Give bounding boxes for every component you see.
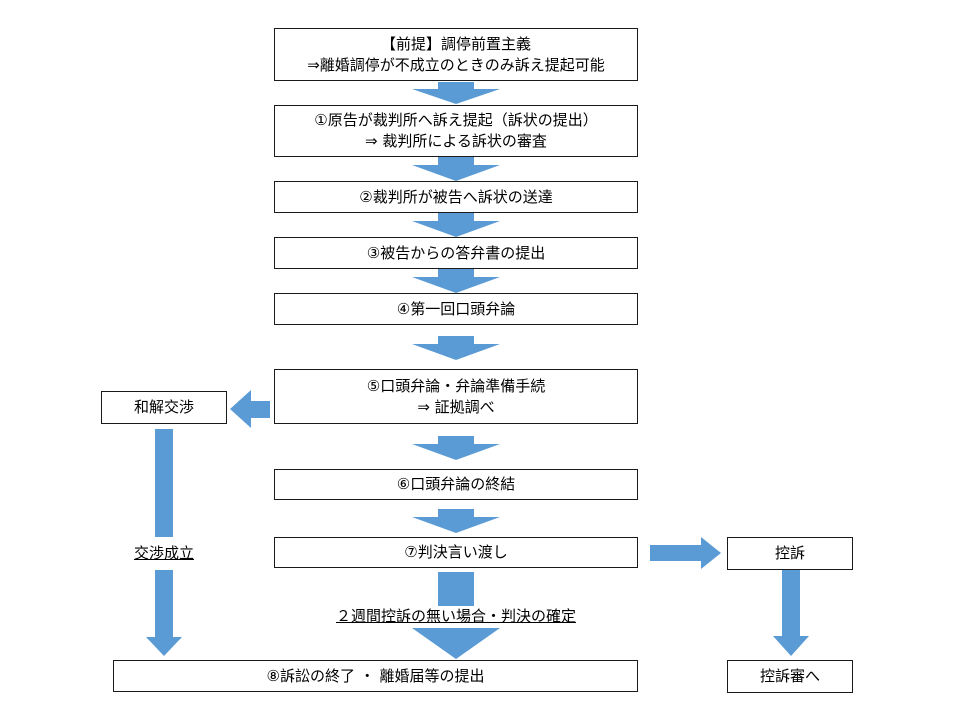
down-arrow-step3-to-step4: [412, 269, 500, 293]
step8-label: ⑧訴訟の終了 ・ 離婚届等の提出: [266, 666, 485, 685]
step5-line-1: ⑤口頭弁論・弁論準備手続: [366, 376, 546, 395]
down-arrow-step7-to-step8-head: [412, 628, 500, 659]
step4-box: ④第一回口頭弁論: [274, 293, 638, 325]
down-arrow-appeal-shaft: [782, 570, 800, 638]
settlement-reached-label: 交渉成立: [133, 544, 194, 562]
down-arrow-appeal-head: [773, 636, 809, 656]
step1-line-2: ⇒ 裁判所による訴状の審査: [365, 132, 547, 150]
judgment-final-label: ２週間控訴の無い場合・判決の確定: [335, 607, 576, 625]
settlement-label: 和解交渉: [133, 398, 194, 416]
premise-line-2: ⇒離婚調停が不成立のときのみ訴え提起可能: [307, 55, 605, 74]
down-arrow-premise-to-step1: [412, 82, 500, 104]
down-arrow-settlement-shaft-lower: [155, 570, 173, 640]
down-arrow-settlement-shaft-upper: [155, 429, 173, 537]
premise-box: 【前提】調停前置主義 ⇒離婚調停が不成立のときのみ訴え提起可能: [274, 28, 638, 81]
down-arrow-step1-to-step2: [412, 157, 500, 181]
down-arrow-step4-to-step5: [412, 336, 500, 360]
step4-label: ④第一回口頭弁論: [396, 299, 516, 318]
appeal-trial-label: 控訴審へ: [759, 667, 820, 685]
step6-label: ⑥口頭弁論の終結: [396, 475, 516, 493]
step3-label: ③被告からの答弁書の提出: [366, 243, 546, 262]
settlement-box: 和解交渉: [101, 391, 227, 424]
step6-box: ⑥口頭弁論の終結: [274, 469, 638, 500]
appeal-label: 控訴: [774, 544, 805, 562]
down-arrow-step5-to-step6: [412, 436, 500, 460]
step7-box: ⑦判決言い渡し: [274, 537, 638, 568]
appeal-box: 控訴: [727, 537, 853, 570]
step7-label: ⑦判決言い渡し: [404, 543, 508, 561]
down-arrow-step6-to-step7: [412, 509, 500, 533]
step2-label: ②裁判所が被告へ訴状の送達: [359, 187, 553, 206]
left-arrow-step5-to-settlement: [230, 390, 270, 428]
premise-line-1: 【前提】調停前置主義: [380, 34, 531, 53]
step2-box: ②裁判所が被告へ訴状の送達: [274, 181, 638, 213]
step8-box: ⑧訴訟の終了 ・ 離婚届等の提出: [113, 660, 638, 692]
appeal-trial-box: 控訴審へ: [727, 660, 853, 693]
down-arrow-step7-to-step8-shaft: [438, 572, 474, 606]
step1-box: ①原告が裁判所へ訴え提起（訴状の提出） ⇒ 裁判所による訴状の審査: [274, 105, 638, 157]
right-arrow-step7-to-appeal: [650, 537, 721, 569]
step1-line-1: ①原告が裁判所へ訴え提起（訴状の提出）: [314, 111, 598, 129]
step5-box: ⑤口頭弁論・弁論準備手続 ⇒ 証拠調べ: [274, 369, 638, 424]
down-arrow-settlement-head: [146, 637, 182, 656]
step3-box: ③被告からの答弁書の提出: [274, 237, 638, 269]
step5-line-2: ⇒ 証拠調べ: [417, 397, 495, 416]
down-arrow-step2-to-step3: [412, 213, 500, 237]
